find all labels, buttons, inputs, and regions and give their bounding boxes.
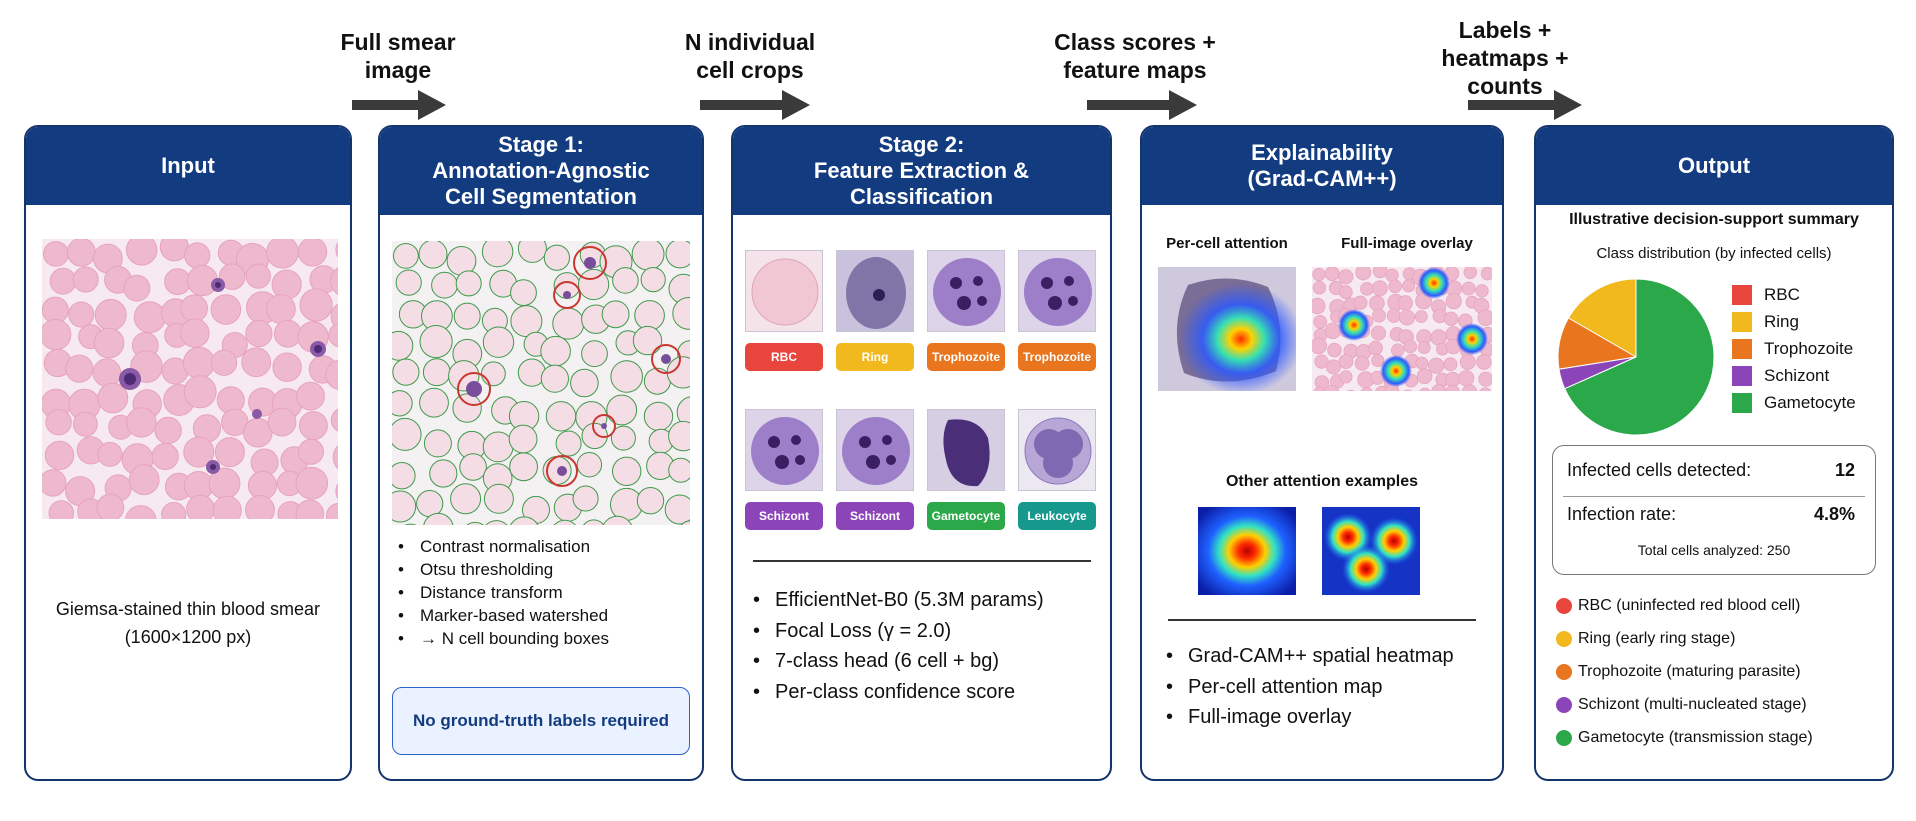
attention-example-1: [1198, 507, 1296, 595]
other-examples-heading: Other attention examples: [1142, 473, 1502, 491]
class-label-badge: Trophozoite: [927, 343, 1005, 371]
explain-panel-header: Explainability (Grad-CAM++): [1142, 127, 1502, 205]
rate-value: 4.8%: [1814, 504, 1855, 525]
orange-dot-icon: [1556, 664, 1572, 680]
stage2-details: EfficientNet-B0 (5.3M params) Focal Loss…: [749, 585, 1044, 707]
flow-arrow-3: [1087, 90, 1197, 120]
cell-crop-image: [836, 409, 914, 491]
divider: [753, 560, 1091, 562]
yellow-dot-icon: [1556, 631, 1572, 647]
purple-dot-icon: [1556, 697, 1572, 713]
class-descriptions: RBC (uninfected red blood cell) Ring (ea…: [1552, 589, 1813, 754]
output-panel: Output Illustrative decision-support sum…: [1534, 125, 1894, 781]
list-item: Marker-based watershed: [394, 604, 609, 627]
input-panel-header: Input: [26, 127, 350, 205]
flow-arrow-2: [700, 90, 810, 120]
list-item: EfficientNet-B0 (5.3M params): [749, 585, 1044, 616]
explain-panel: Explainability (Grad-CAM++) Per-cell att…: [1140, 125, 1504, 781]
flow-label-3: Class scores + feature maps: [1040, 28, 1230, 84]
list-item: 7-class head (6 cell + bg): [749, 646, 1044, 677]
flow-label-4: Labels + heatmaps + counts: [1420, 16, 1590, 100]
legend-label: Trophozoite: [1764, 339, 1853, 359]
list-item: → N cell bounding boxes: [394, 627, 609, 650]
legend-swatch: [1732, 285, 1752, 305]
list-item: RBC (uninfected red blood cell): [1552, 589, 1813, 622]
class-label-badge: Ring: [836, 343, 914, 371]
output-panel-header: Output: [1536, 127, 1892, 205]
list-item: Gametocyte (transmission stage): [1552, 721, 1813, 754]
list-item: Per-class confidence score: [749, 677, 1044, 708]
full-image-heading: Full-image overlay: [1312, 235, 1502, 252]
output-panel-title: Output: [1678, 153, 1750, 179]
legend-label: Schizont: [1764, 366, 1829, 386]
legend-label: RBC: [1764, 285, 1800, 305]
flow-arrow-1: [352, 90, 446, 120]
attention-example-2: [1322, 507, 1420, 595]
list-item: Grad-CAM++ spatial heatmap: [1162, 641, 1454, 672]
segmentation-image: [392, 241, 690, 525]
full-image-overlay: [1312, 267, 1492, 391]
flow-arrow-4: [1468, 90, 1582, 120]
class-label-badge: Leukocyte: [1018, 502, 1096, 530]
input-caption: Giemsa-stained thin blood smear (1600×12…: [26, 595, 350, 651]
total-cells: Total cells analyzed: 250: [1553, 542, 1875, 558]
infected-label: Infected cells detected:: [1567, 460, 1751, 480]
list-item: Trophozoite (maturing parasite): [1552, 655, 1813, 688]
infected-value: 12: [1835, 460, 1855, 481]
divider: [1168, 619, 1476, 621]
list-item: Otsu thresholding: [394, 558, 609, 581]
input-panel: Input Giemsa-stained thin blood smear (1…: [24, 125, 352, 781]
legend-swatch: [1732, 366, 1752, 386]
rate-row: Infection rate: 4.8%: [1567, 504, 1861, 525]
explain-details: Grad-CAM++ spatial heatmap Per-cell atte…: [1162, 641, 1454, 733]
red-dot-icon: [1556, 598, 1572, 614]
summary-title: Illustrative decision-support summary: [1536, 211, 1892, 229]
legend-label: Ring: [1764, 312, 1799, 332]
cell-crop-image: [836, 250, 914, 332]
legend-label: Gametocyte: [1764, 393, 1856, 413]
stage2-panel: Stage 2: Feature Extraction & Classifica…: [731, 125, 1112, 781]
list-item: Distance transform: [394, 581, 609, 604]
list-item: Full-image overlay: [1162, 702, 1454, 733]
distribution-title: Class distribution (by infected cells): [1536, 245, 1892, 262]
per-cell-attention-image: [1158, 267, 1296, 391]
no-labels-note: No ground-truth labels required: [392, 687, 690, 755]
stage2-panel-header: Stage 2: Feature Extraction & Classifica…: [733, 127, 1110, 215]
class-label-badge: Schizont: [836, 502, 914, 530]
class-label-badge: Trophozoite: [1018, 343, 1096, 371]
stage1-steps: Contrast normalisation Otsu thresholding…: [394, 535, 609, 650]
class-distribution-pie: [1556, 277, 1716, 437]
cell-crop-image: [745, 250, 823, 332]
list-item: Focal Loss (γ = 2.0): [749, 616, 1044, 647]
blood-smear-image: [42, 239, 338, 519]
stage1-panel-header: Stage 1: Annotation-Agnostic Cell Segmen…: [380, 127, 702, 215]
infected-row: Infected cells detected: 12: [1567, 460, 1861, 481]
legend-swatch: [1732, 393, 1752, 413]
green-dot-icon: [1556, 730, 1572, 746]
cell-crop-image: [927, 409, 1005, 491]
divider: [1563, 496, 1865, 497]
cell-crop-image: [1018, 409, 1096, 491]
cell-crop-image: [745, 409, 823, 491]
list-item: Schizont (multi-nucleated stage): [1552, 688, 1813, 721]
list-item: Contrast normalisation: [394, 535, 609, 558]
summary-box: Infected cells detected: 12 Infection ra…: [1552, 445, 1876, 575]
input-panel-title: Input: [161, 153, 215, 179]
flow-label-1: Full smear image: [318, 28, 478, 84]
legend-swatch: [1732, 339, 1752, 359]
rate-label: Infection rate:: [1567, 504, 1676, 524]
per-cell-heading: Per-cell attention: [1152, 235, 1302, 252]
cell-crop-image: [927, 250, 1005, 332]
flow-label-2: N individual cell crops: [660, 28, 840, 84]
list-item: Per-cell attention map: [1162, 672, 1454, 703]
stage1-panel: Stage 1: Annotation-Agnostic Cell Segmen…: [378, 125, 704, 781]
class-label-badge: RBC: [745, 343, 823, 371]
class-label-badge: Gametocyte: [927, 502, 1005, 530]
class-label-badge: Schizont: [745, 502, 823, 530]
list-item: Ring (early ring stage): [1552, 622, 1813, 655]
legend-swatch: [1732, 312, 1752, 332]
cell-crop-image: [1018, 250, 1096, 332]
